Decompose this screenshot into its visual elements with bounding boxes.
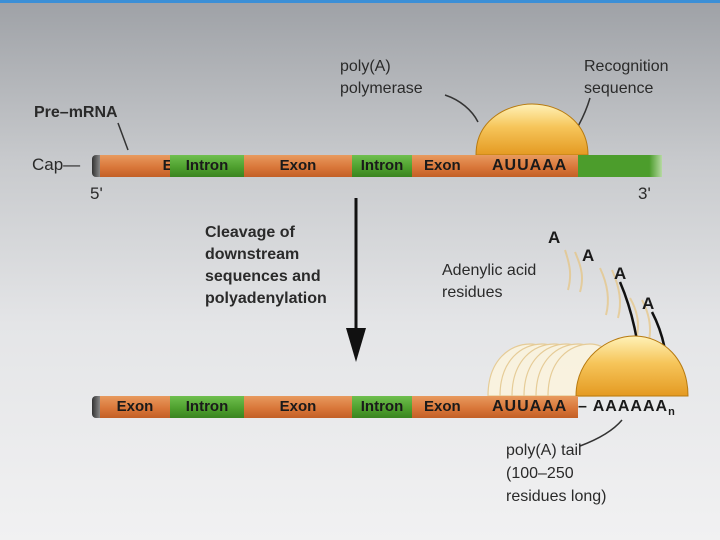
pre-mrna-pointer [117, 122, 129, 151]
mrna-strand: Exon Intron Exon Intron Exon AUUAAA [92, 396, 578, 418]
cleavage-label-line1: Cleavage of [205, 224, 295, 241]
cleavage-arrow-head [346, 328, 366, 362]
polymerase-pointer [444, 94, 479, 123]
cap-label: Cap— [32, 155, 81, 174]
exon-1-bottom: Exon [100, 396, 170, 418]
three-prime-label: 3' [638, 184, 651, 203]
recognition-seq-bottom: AUUAAA [492, 398, 568, 415]
residue-motion-arcs [564, 249, 651, 346]
exon-3-top: Exon [412, 155, 578, 177]
intron-2-top: Intron [352, 155, 412, 177]
pre-mrna-strand: Exon Intron Exon Intron Exon AUUAAA [92, 155, 578, 177]
cleavage-label-line3: sequences and [205, 268, 321, 285]
polymerase-dome-bottom [575, 335, 689, 397]
five-prime-label: 5' [90, 184, 103, 203]
intron-1-top: Intron [170, 155, 244, 177]
polymerase-ghosts [487, 343, 621, 397]
adenylic-label-line1: Adenylic acid [442, 262, 537, 279]
recognition-label-line2: sequence [584, 80, 654, 97]
exon-2-top: Exon [244, 155, 352, 177]
cleavage-label-line4: polyadenylation [205, 290, 327, 307]
exon-2-bottom: Exon [244, 396, 352, 418]
cleavage-label-line2: downstream [205, 246, 300, 263]
pre-mrna-label: Pre–mRNA [34, 104, 118, 121]
recognition-label-line1: Recognition [584, 58, 669, 75]
tail-label-line1: poly(A) tail [506, 442, 582, 459]
free-residue-a-2: A [582, 246, 595, 265]
recognition-seq-top: AUUAAA [492, 157, 568, 174]
poly-a-tail-seq: – AAAAAAn [578, 396, 676, 418]
adenylic-label-line2: residues [442, 284, 503, 301]
accent-bar [0, 0, 720, 3]
polymerase-label-line1: poly(A) [340, 58, 391, 75]
downstream-segment-top [578, 155, 662, 177]
tail-label-line2: (100–250 [506, 465, 574, 482]
intron-1-bottom: Intron [170, 396, 244, 418]
poly-a-tail-subscript: n [668, 406, 676, 419]
poly-a-tail-text: – AAAAAA [578, 398, 669, 415]
polymerase-label-line2: polymerase [340, 80, 423, 97]
free-residue-a-3: A [614, 264, 627, 283]
free-residue-a-1: A [548, 228, 561, 247]
exon-3-bottom: Exon [412, 396, 578, 418]
cap-end [92, 155, 100, 177]
tail-pointer [579, 419, 623, 447]
polymerase-dome-top [475, 103, 589, 156]
intron-2-bottom: Intron [352, 396, 412, 418]
free-residue-a-4: A [642, 294, 655, 313]
tail-label-line3: residues long) [506, 488, 607, 505]
cap-end-bottom [92, 396, 100, 418]
